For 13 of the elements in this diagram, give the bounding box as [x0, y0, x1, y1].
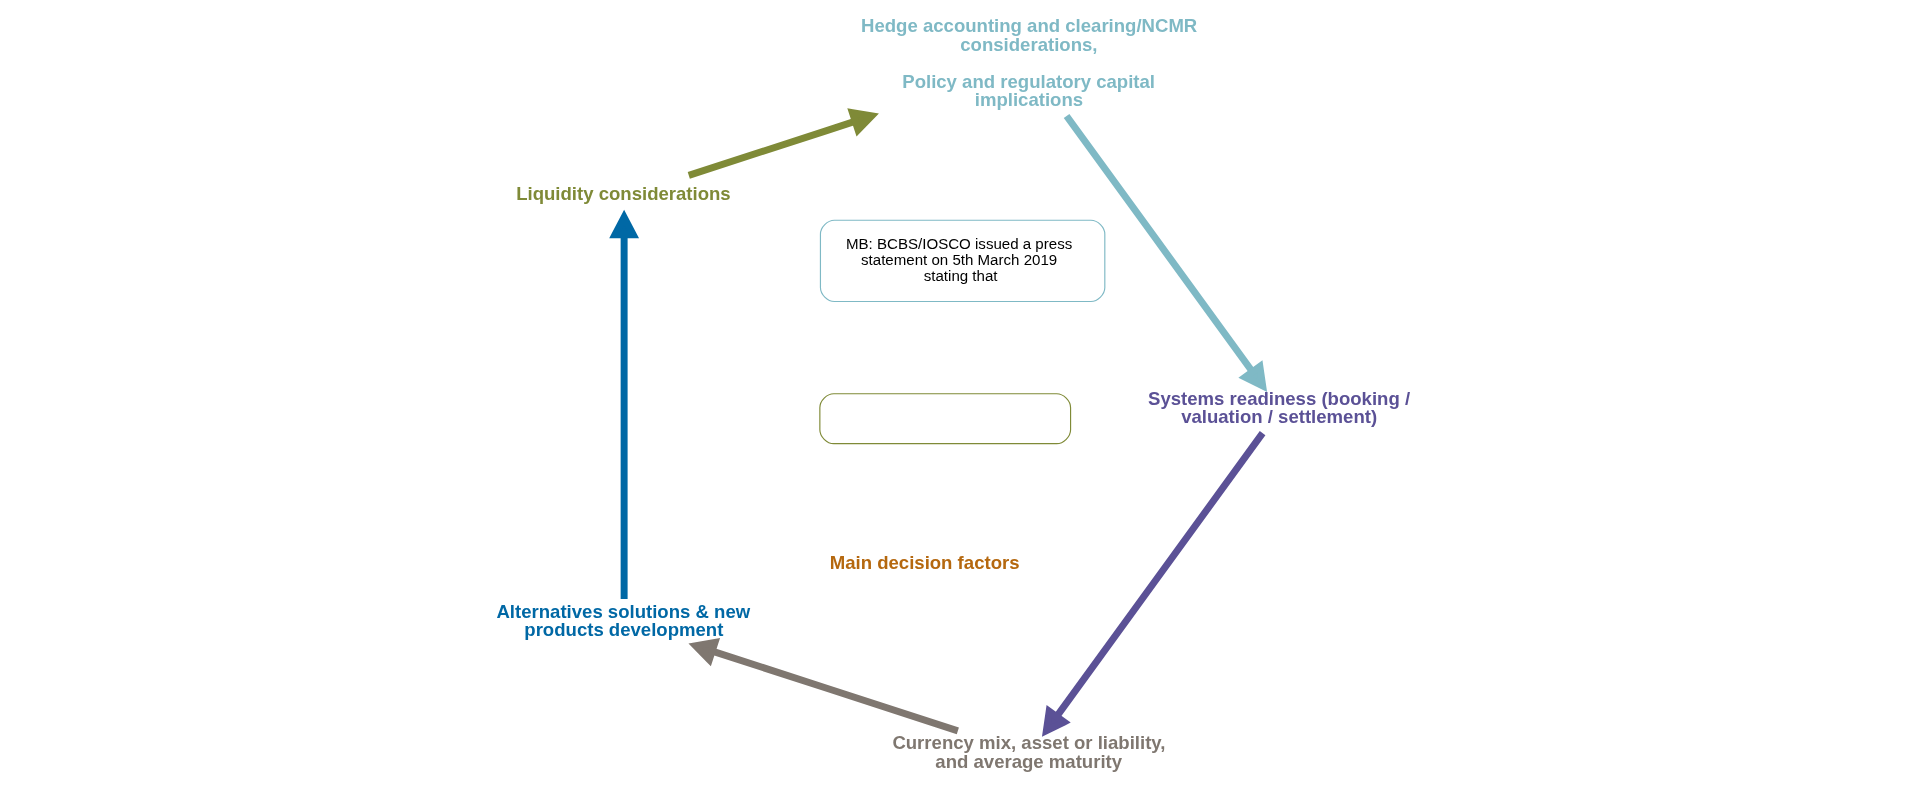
arrow — [1041, 430, 1265, 737]
node-text: Liquidity considerations — [515, 182, 731, 204]
node-box — [818, 392, 1071, 444]
node-text: Main decision factors — [829, 551, 1020, 573]
node-text: Alternatives solutions & new products development — [495, 600, 750, 640]
arrow — [1063, 113, 1267, 392]
node-text: Currency mix, asset or liability, and average maturity — [891, 731, 1165, 772]
node-text: Hedge accounting and clearing/NCMR considerations, Policy and regulatory capital implications — [860, 14, 1197, 110]
node-box: MB: BCBS/IOSCO issued a press statement on 5th March 2019 stating that — [819, 219, 1105, 302]
arrow — [687, 107, 879, 179]
arrow — [608, 209, 639, 599]
arrow — [687, 637, 959, 734]
node-text: Systems readiness (booking / valuation / settlement) — [1147, 387, 1410, 427]
